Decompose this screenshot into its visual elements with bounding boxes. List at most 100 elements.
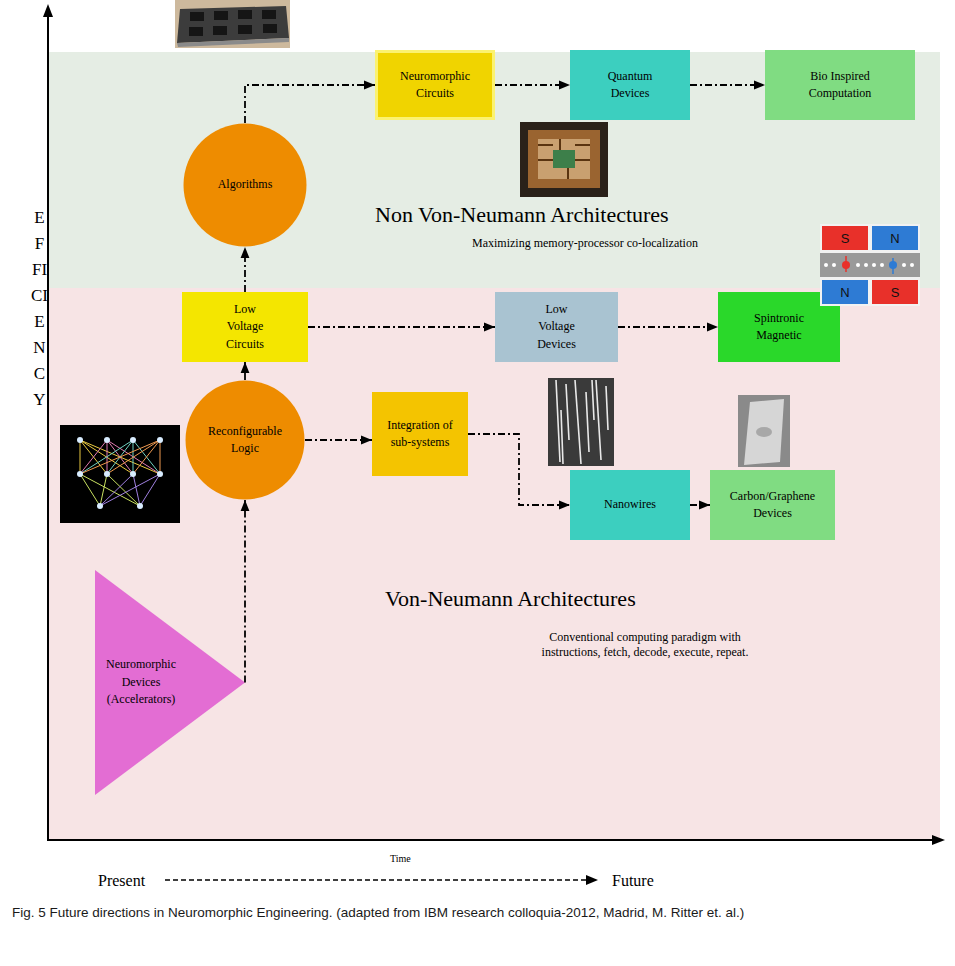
band-subtitle: Conventional computing paradigm with ins… — [520, 630, 770, 659]
synapse-lines — [80, 440, 160, 474]
process-box: Low Voltage Devices — [495, 292, 618, 362]
track-strip — [820, 253, 920, 277]
picture-ground — [548, 378, 614, 466]
process-box: Quantum Devices — [570, 50, 690, 120]
neuron — [97, 503, 103, 509]
graphene-picture — [738, 395, 790, 467]
magnet-pole-label-holder: S — [872, 280, 918, 304]
process-circle: Algorithms — [183, 123, 307, 247]
connector-arrow — [690, 84, 765, 86]
dot — [872, 263, 876, 267]
architecture-band: Non Von-Neumann ArchitecturesMaximizing … — [49, 52, 940, 288]
dot — [864, 263, 868, 267]
connector-arrow — [618, 326, 718, 328]
caption-holder: Fig. 5 Future directions in Neuromorphic… — [12, 904, 932, 922]
synapse-lines — [80, 474, 140, 506]
connector-arrow — [244, 500, 246, 683]
photo-ground — [175, 0, 290, 48]
quantum-chip-photo — [520, 122, 608, 197]
neural-network-picture — [60, 425, 180, 523]
dot — [856, 263, 860, 267]
spin-up — [842, 261, 850, 269]
magnet-pole — [872, 226, 918, 250]
magnet-pole-label: N — [890, 232, 899, 245]
node-label: Quantum Devices — [600, 68, 660, 103]
dot — [880, 263, 884, 267]
magnet-pole — [822, 226, 868, 250]
nanowires — [556, 380, 608, 464]
neuron — [77, 437, 83, 443]
spintronic-picture — [820, 224, 920, 306]
chip — [238, 25, 252, 34]
neuron — [104, 437, 110, 443]
process-box: Bio Inspired Computation — [765, 50, 915, 120]
process-box: Spintronic Magnetic — [718, 292, 840, 362]
magnet-pole — [822, 280, 868, 304]
chip-grid — [189, 10, 277, 36]
spin-arrow — [845, 256, 847, 272]
connector-arrow — [245, 85, 375, 123]
qubit-core — [553, 150, 575, 168]
connector-arrow — [244, 247, 246, 292]
nanowire-picture — [548, 378, 614, 466]
neuron — [137, 503, 143, 509]
axis-label-holder: Future — [612, 869, 654, 892]
neuron — [157, 471, 163, 477]
chip — [262, 10, 276, 19]
neuron — [104, 471, 110, 477]
axis-label: Future — [612, 869, 654, 892]
dot — [824, 263, 828, 267]
chip — [214, 11, 228, 20]
sheet-spot — [756, 427, 772, 437]
track-dots — [824, 263, 914, 267]
magnet-pole — [872, 280, 918, 304]
connector-arrow — [495, 84, 570, 86]
node-label: Algorithms — [218, 176, 273, 193]
node-label: Low Voltage Circuits — [220, 301, 270, 353]
axis-arrowhead — [932, 835, 945, 845]
neuron — [130, 471, 136, 477]
band-subtitle: Maximizing memory-processor co-localizat… — [472, 236, 698, 250]
picture-ground — [738, 395, 790, 467]
node-label: Bio Inspired Computation — [800, 68, 880, 103]
dot — [910, 263, 914, 267]
node-label: Low Voltage Devices — [532, 301, 582, 353]
neuron — [77, 471, 83, 477]
chip — [263, 24, 277, 33]
synapse-lines — [100, 474, 160, 506]
process-box: Integration of sub-systems — [372, 392, 468, 476]
dot — [832, 263, 836, 267]
chip-wires — [538, 139, 590, 179]
connector-arrow — [308, 326, 495, 328]
process-circle: Reconfigurable Logic — [185, 380, 305, 500]
picture-ground — [820, 224, 920, 306]
axis-label: Present — [98, 869, 145, 892]
connector-arrow — [468, 434, 570, 505]
circuit-board — [177, 6, 289, 43]
axis-label-holder: Time — [390, 852, 411, 867]
axis-arrowhead — [43, 4, 53, 17]
figure-caption: Fig. 5 Future directions in Neuromorphic… — [12, 904, 932, 922]
magnet-pole-label-holder: S — [822, 226, 868, 250]
chip — [189, 27, 203, 36]
magnet-pole-label-holder: N — [822, 280, 868, 304]
axis-label-holder: Present — [98, 869, 145, 892]
magnet-pole-label: N — [840, 286, 849, 299]
photo-frame — [520, 122, 608, 197]
axis-title-holder: EFFICIENCY — [31, 205, 48, 413]
spin-down — [889, 261, 897, 269]
dot — [902, 263, 906, 267]
node-label: Integration of sub-systems — [387, 417, 453, 452]
process-box: Neuromorphic Circuits — [375, 50, 495, 120]
process-box: Carbon/Graphene Devices — [710, 470, 835, 540]
accelerator-triangle: Neuromorphic Devices (Accelerators) — [95, 570, 245, 795]
graphene-sheet — [744, 399, 784, 465]
neurons — [77, 437, 163, 509]
connector-arrow — [244, 362, 246, 380]
node-label: Neuromorphic Circuits — [395, 68, 475, 103]
architecture-band: Von-Neumann ArchitecturesConventional co… — [49, 288, 940, 839]
synapse-lines — [80, 440, 160, 474]
neuron — [157, 437, 163, 443]
axis-title: EFFICIENCY — [31, 205, 48, 413]
